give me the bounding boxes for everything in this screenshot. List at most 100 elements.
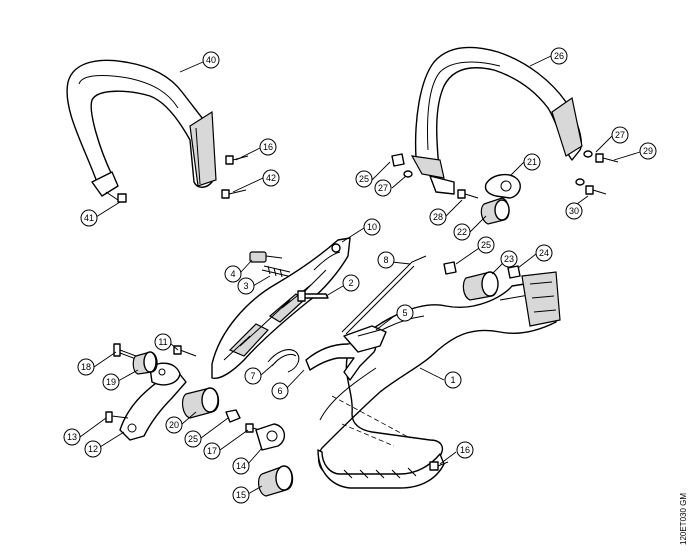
callout-16-lower: 16 bbox=[456, 441, 474, 459]
pin-4 bbox=[249, 251, 283, 263]
handlebar-left bbox=[66, 59, 217, 197]
svg-text:19: 19 bbox=[106, 377, 116, 387]
svg-text:8: 8 bbox=[383, 255, 388, 265]
callout-20: 20 bbox=[165, 416, 183, 434]
svg-text:40: 40 bbox=[206, 55, 216, 65]
callout-19: 19 bbox=[102, 373, 120, 391]
svg-text:27: 27 bbox=[615, 130, 625, 140]
callout-29: 29 bbox=[639, 142, 657, 160]
callout-24: 24 bbox=[535, 244, 553, 262]
svg-text:27: 27 bbox=[378, 183, 388, 193]
svg-text:22: 22 bbox=[457, 227, 467, 237]
callout-5: 5 bbox=[396, 304, 414, 322]
screw-16-lower bbox=[429, 461, 449, 471]
callout-2: 2 bbox=[342, 274, 360, 292]
svg-text:20: 20 bbox=[169, 420, 179, 430]
svg-text:5: 5 bbox=[402, 308, 407, 318]
callout-28: 28 bbox=[429, 208, 447, 226]
svg-text:18: 18 bbox=[81, 362, 91, 372]
callout-25-middle: 25 bbox=[477, 236, 495, 254]
callout-40: 40 bbox=[202, 51, 220, 69]
leader-lines bbox=[79, 55, 641, 495]
callout-23: 23 bbox=[500, 250, 518, 268]
screw-29 bbox=[595, 153, 619, 163]
svg-text:26: 26 bbox=[554, 51, 564, 61]
callout-12: 12 bbox=[84, 440, 102, 458]
callout-4: 4 bbox=[224, 265, 242, 283]
svg-text:12: 12 bbox=[88, 444, 98, 454]
callout-3: 3 bbox=[237, 277, 255, 295]
spring-pin-3 bbox=[261, 265, 291, 278]
svg-text:42: 42 bbox=[266, 173, 276, 183]
svg-text:16: 16 bbox=[263, 142, 273, 152]
svg-text:25: 25 bbox=[188, 434, 198, 444]
screw-18 bbox=[113, 343, 137, 360]
svg-text:16: 16 bbox=[460, 445, 470, 455]
screw-28 bbox=[457, 189, 479, 199]
svg-text:6: 6 bbox=[277, 386, 282, 396]
svg-text:41: 41 bbox=[84, 213, 94, 223]
av-buffer-22 bbox=[480, 197, 510, 225]
callout-11: 11 bbox=[154, 333, 172, 351]
svg-text:14: 14 bbox=[236, 461, 246, 471]
callout-41: 41 bbox=[80, 209, 98, 227]
nut-30-washer bbox=[575, 178, 585, 186]
screw-42 bbox=[221, 189, 247, 199]
av-buffer-15 bbox=[257, 465, 294, 497]
washer-27-right bbox=[583, 150, 593, 158]
av-buffer-23 bbox=[462, 271, 499, 301]
callout-14: 14 bbox=[232, 457, 250, 475]
callout-16-upper: 16 bbox=[259, 138, 277, 156]
svg-text:17: 17 bbox=[207, 446, 217, 456]
handlebar-right bbox=[410, 46, 583, 195]
av-bracket-14 bbox=[255, 423, 285, 451]
svg-text:28: 28 bbox=[433, 212, 443, 222]
svg-text:7: 7 bbox=[250, 371, 255, 381]
nut-24 bbox=[507, 265, 521, 279]
av-buffer-19 bbox=[132, 351, 158, 375]
av-buffer-20 bbox=[181, 387, 220, 419]
svg-text:23: 23 bbox=[504, 254, 514, 264]
callout-10: 10 bbox=[363, 218, 381, 236]
throttle-trigger bbox=[305, 325, 387, 381]
washer-27-left bbox=[403, 170, 413, 178]
screw-13 bbox=[105, 411, 129, 423]
screw-2 bbox=[297, 290, 329, 302]
svg-text:13: 13 bbox=[67, 432, 77, 442]
callout-6: 6 bbox=[271, 382, 289, 400]
svg-text:11: 11 bbox=[158, 337, 167, 347]
callout-18: 18 bbox=[77, 358, 95, 376]
side-plate bbox=[211, 237, 351, 379]
screw-11 bbox=[173, 345, 197, 357]
callout-7: 7 bbox=[244, 367, 262, 385]
svg-text:21: 21 bbox=[527, 157, 537, 167]
drawing-code: 120ET030 GM bbox=[679, 493, 688, 545]
svg-text:4: 4 bbox=[230, 269, 235, 279]
screw-41 bbox=[105, 191, 127, 203]
screw-30 bbox=[585, 185, 607, 195]
callout-15: 15 bbox=[232, 486, 250, 504]
callout-25-upper: 25 bbox=[355, 170, 373, 188]
svg-text:3: 3 bbox=[243, 281, 248, 291]
callout-21: 21 bbox=[523, 153, 541, 171]
callout-30: 30 bbox=[565, 202, 583, 220]
callout-27-left: 27 bbox=[374, 179, 392, 197]
nut-25-lower bbox=[225, 409, 241, 423]
callout-13: 13 bbox=[63, 428, 81, 446]
callout-8: 8 bbox=[377, 251, 395, 269]
callout-1: 1 bbox=[444, 371, 462, 389]
svg-text:25: 25 bbox=[481, 240, 491, 250]
callout-26: 26 bbox=[550, 47, 568, 65]
svg-text:10: 10 bbox=[367, 222, 377, 232]
callout-22: 22 bbox=[453, 223, 471, 241]
main-handle-housing bbox=[317, 271, 561, 489]
bracket-21 bbox=[484, 173, 521, 199]
av-bracket bbox=[119, 362, 187, 441]
svg-text:30: 30 bbox=[569, 206, 579, 216]
svg-text:1: 1 bbox=[450, 375, 455, 385]
callout-17: 17 bbox=[203, 442, 221, 460]
callout-42: 42 bbox=[262, 169, 280, 187]
throttle-rod bbox=[341, 255, 427, 335]
